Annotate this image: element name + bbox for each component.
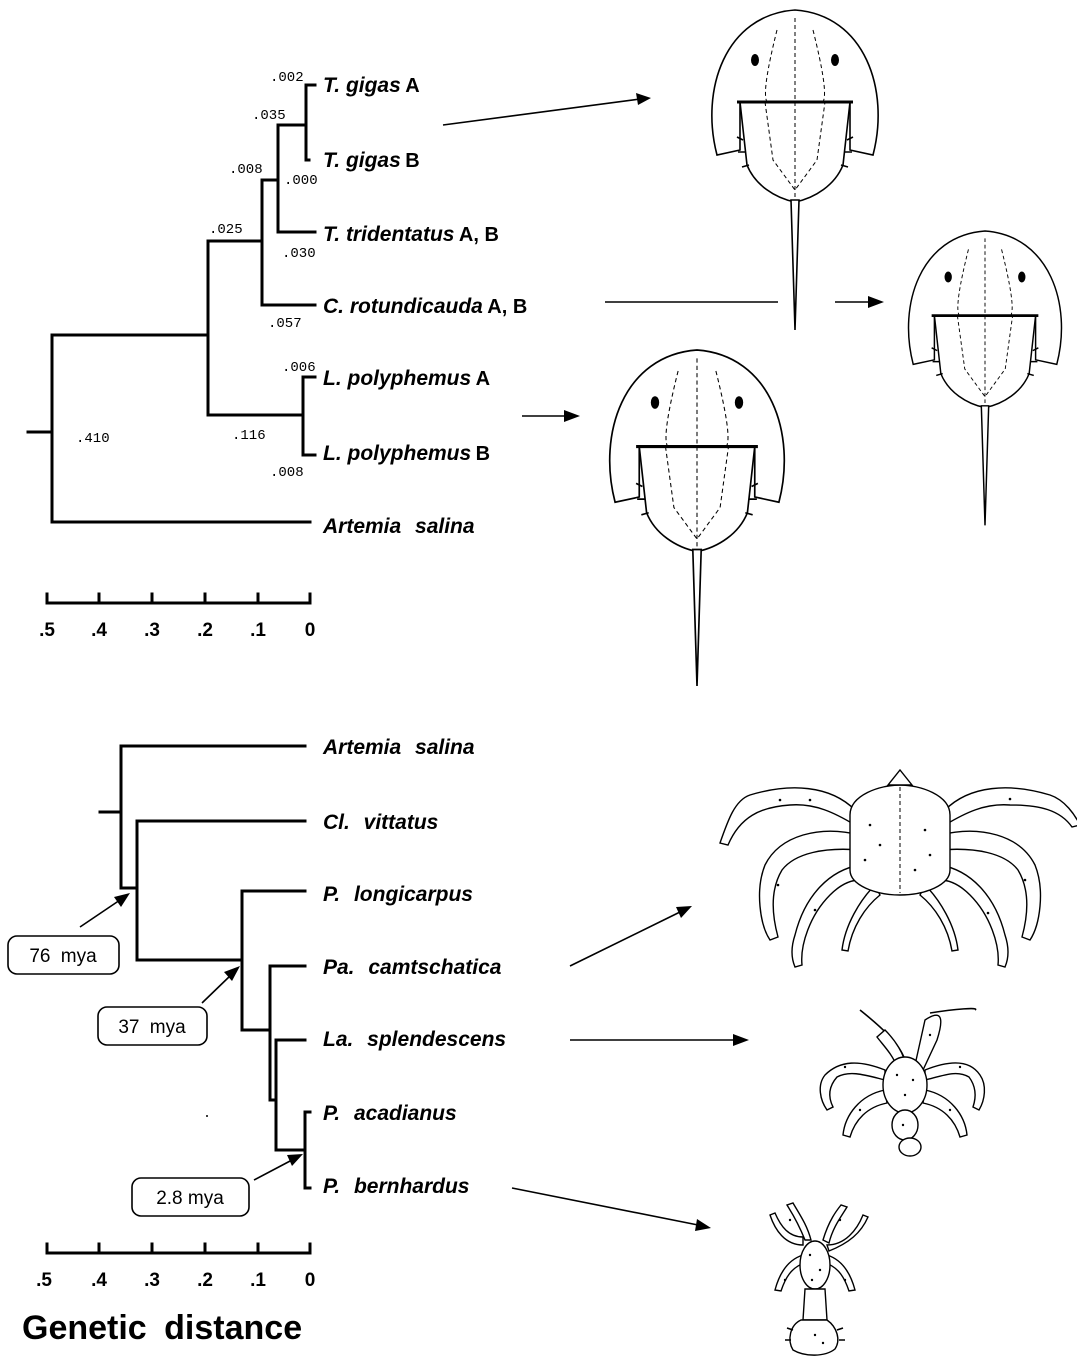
- taxon-suffix: B: [476, 443, 490, 465]
- divergence-label: 2.8 mya: [156, 1188, 224, 1209]
- branch-length: .035: [252, 108, 286, 124]
- scale-tick-label: .4: [91, 1270, 107, 1291]
- taxon-label: Pa. camtschatica: [323, 956, 502, 979]
- scale-tick-label: .4: [91, 620, 107, 641]
- branch-length: .057: [268, 316, 302, 332]
- taxon-suffix: A: [476, 368, 490, 390]
- branch-length: .025: [209, 222, 243, 238]
- scale-tick-label: .5: [36, 1270, 52, 1291]
- taxon-label: T. gigas: [323, 149, 401, 172]
- taxon-label: Artemia salina: [322, 515, 475, 538]
- branch-length: .000: [284, 173, 318, 189]
- taxon-suffix: A: [405, 75, 419, 97]
- taxon-suffix: A, B: [459, 224, 499, 246]
- horseshoe-crab-illustration: [610, 10, 1062, 686]
- scale-tick-label: .5: [39, 620, 55, 641]
- scale-tick-label: .1: [250, 1270, 266, 1291]
- taxon-label: L. polyphemus: [323, 367, 471, 390]
- tree-2-arrows: [512, 906, 749, 1231]
- taxon-label: P. bernhardus: [323, 1175, 470, 1198]
- svg-text:L. polyphemus B: L. polyphemus B: [323, 442, 490, 465]
- svg-text:Artemia salina: Artemia salina: [322, 515, 475, 538]
- coconut-crab-illustration: [820, 1009, 984, 1156]
- branch-length: .030: [282, 246, 316, 262]
- taxon-label: L. polyphemus: [323, 442, 471, 465]
- branch-length: .008: [229, 162, 263, 178]
- scale-tick-label: .2: [197, 620, 213, 641]
- tree-2-divergence-callouts: 76 mya 37 mya 2.8 mya: [8, 893, 303, 1216]
- svg-text:T. gigas A: T. gigas A: [323, 74, 420, 97]
- taxon-label: P. acadianus: [323, 1102, 457, 1125]
- divergence-label: 76 mya: [29, 946, 97, 967]
- tree-2-scale-bar: .5 .4 .3 .2 .1 0 Genetic distance: [22, 1244, 315, 1347]
- tree-1-branches: [28, 85, 315, 522]
- taxon-label: T. gigas: [323, 74, 401, 97]
- scale-tick-label: .2: [197, 1270, 213, 1291]
- tree-2-branches: [100, 746, 310, 1188]
- taxon-label: T. tridentatus: [323, 223, 454, 246]
- svg-text:T. tridentatus A, B: T. tridentatus A, B: [323, 223, 499, 246]
- tree-1-scale-bar: .5 .4 .3 .2 .1 0: [39, 594, 315, 641]
- taxon-label: C. rotundicauda: [323, 295, 483, 318]
- taxon-suffix: B: [405, 150, 419, 172]
- taxon-label: P. longicarpus: [323, 883, 473, 906]
- svg-text:T. gigas B: T. gigas B: [323, 149, 420, 172]
- branch-length: .006: [282, 360, 316, 376]
- scale-tick-label: .3: [144, 1270, 160, 1291]
- tree-1-taxa: T. gigas A T. gigas B T. tridentatus A, …: [322, 74, 527, 538]
- taxon-label: Artemia salina: [322, 736, 475, 759]
- taxon-label: La. splendescens: [323, 1028, 506, 1051]
- svg-text:C. rotundicauda A, B: C. rotundicauda A, B: [323, 295, 527, 318]
- tree-2-taxa: Artemia salina Cl. vittatus P. longicarp…: [322, 736, 506, 1198]
- scale-tick-label: .3: [144, 620, 160, 641]
- divergence-label: 37 mya: [118, 1017, 186, 1038]
- branch-length: .410: [76, 431, 110, 447]
- scale-tick-label: 0: [305, 620, 316, 641]
- branch-length: .008: [270, 465, 304, 481]
- tree-1-branch-lengths: .002 .035 .000 .008 .030 .025 .057 .006 …: [76, 70, 318, 481]
- taxon-suffix: A, B: [487, 296, 527, 318]
- spider-crab-illustration: [720, 770, 1077, 967]
- branch-length: .116: [232, 428, 266, 444]
- branch-length: .002: [270, 70, 304, 86]
- hermit-crab-illustration: [770, 1203, 868, 1355]
- speck-mark: [206, 1115, 208, 1117]
- axis-title: Genetic distance: [22, 1309, 302, 1347]
- svg-text:L. polyphemus A: L. polyphemus A: [323, 367, 490, 390]
- taxon-label: Cl. vittatus: [323, 811, 438, 834]
- scale-tick-label: 0: [305, 1270, 316, 1291]
- scale-tick-label: .1: [250, 620, 266, 641]
